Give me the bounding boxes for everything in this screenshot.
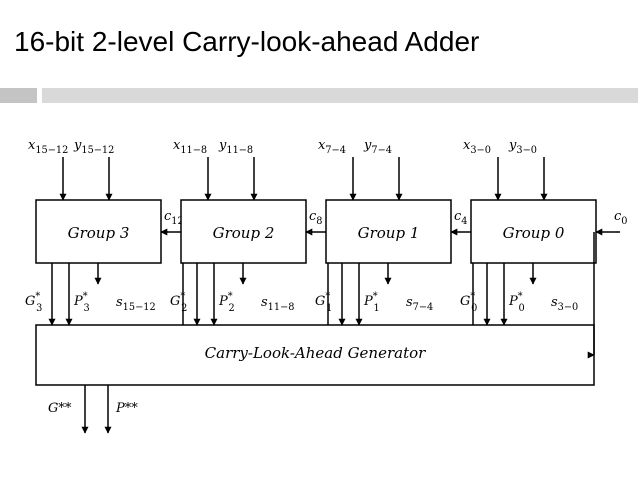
group-2-box bbox=[180, 199, 307, 264]
group-3-p-star-label: P*3 bbox=[73, 291, 90, 314]
group-0-g-star-label: G*0 bbox=[460, 291, 477, 314]
cla-generator-name: Carry-Look-Ahead Generator bbox=[205, 344, 426, 362]
group-1-sum-label: s7−4 bbox=[406, 295, 433, 313]
group-3-carry-arrow bbox=[160, 228, 184, 325]
group-2-carry-label: c8 bbox=[309, 209, 323, 227]
group-2-g-star-label: G*2 bbox=[170, 291, 187, 314]
title-rule-bar bbox=[42, 88, 638, 103]
group-3-sum-label: s15−12 bbox=[116, 295, 156, 313]
group-0-box bbox=[470, 199, 597, 264]
group-1-g-star-label: G*1 bbox=[315, 291, 332, 314]
group-3-carry-label: c12 bbox=[164, 209, 184, 227]
group-1-carry-arrow bbox=[450, 228, 474, 325]
g-double-star-label: G** bbox=[48, 401, 72, 416]
title-rule-block bbox=[0, 88, 37, 103]
group-1-box bbox=[325, 199, 452, 264]
group-2-carry-arrow bbox=[305, 228, 329, 325]
group-3-g-star-label: G*3 bbox=[25, 291, 42, 314]
group-1-x-input-label: x7−4 bbox=[318, 138, 346, 156]
group-0-carry-label: c0 bbox=[614, 209, 628, 227]
group-1-p-star-label: P*1 bbox=[363, 291, 380, 314]
group-0-y-input-label: y3−0 bbox=[508, 138, 537, 156]
group-2-sum-label: s11−8 bbox=[261, 295, 294, 313]
group-2-x-input-label: x11−8 bbox=[173, 138, 207, 156]
group-0-sum-label: s3−0 bbox=[551, 295, 578, 313]
group-1-carry-label: c4 bbox=[454, 209, 468, 227]
group-2-y-input-label: y11−8 bbox=[218, 138, 253, 156]
cla-generator-box bbox=[35, 324, 595, 386]
group-2-p-star-label: P*2 bbox=[218, 291, 235, 314]
group-0-name: Group 0 bbox=[503, 224, 565, 242]
group-3-box bbox=[35, 199, 162, 264]
p-double-star-label: P** bbox=[115, 401, 138, 416]
group-3-name: Group 3 bbox=[68, 224, 130, 242]
group-1-y-input-label: y7−4 bbox=[363, 138, 392, 156]
group-2-name: Group 2 bbox=[213, 224, 275, 242]
group-3-y-input-label: y15−12 bbox=[73, 138, 114, 156]
group-3-x-input-label: x15−12 bbox=[28, 138, 68, 156]
slide-title: 16-bit 2-level Carry-look-ahead Adder bbox=[14, 26, 480, 57]
group-0-x-input-label: x3−0 bbox=[463, 138, 491, 156]
group-1-name: Group 1 bbox=[358, 224, 420, 242]
group-0-p-star-label: P*0 bbox=[508, 291, 525, 314]
